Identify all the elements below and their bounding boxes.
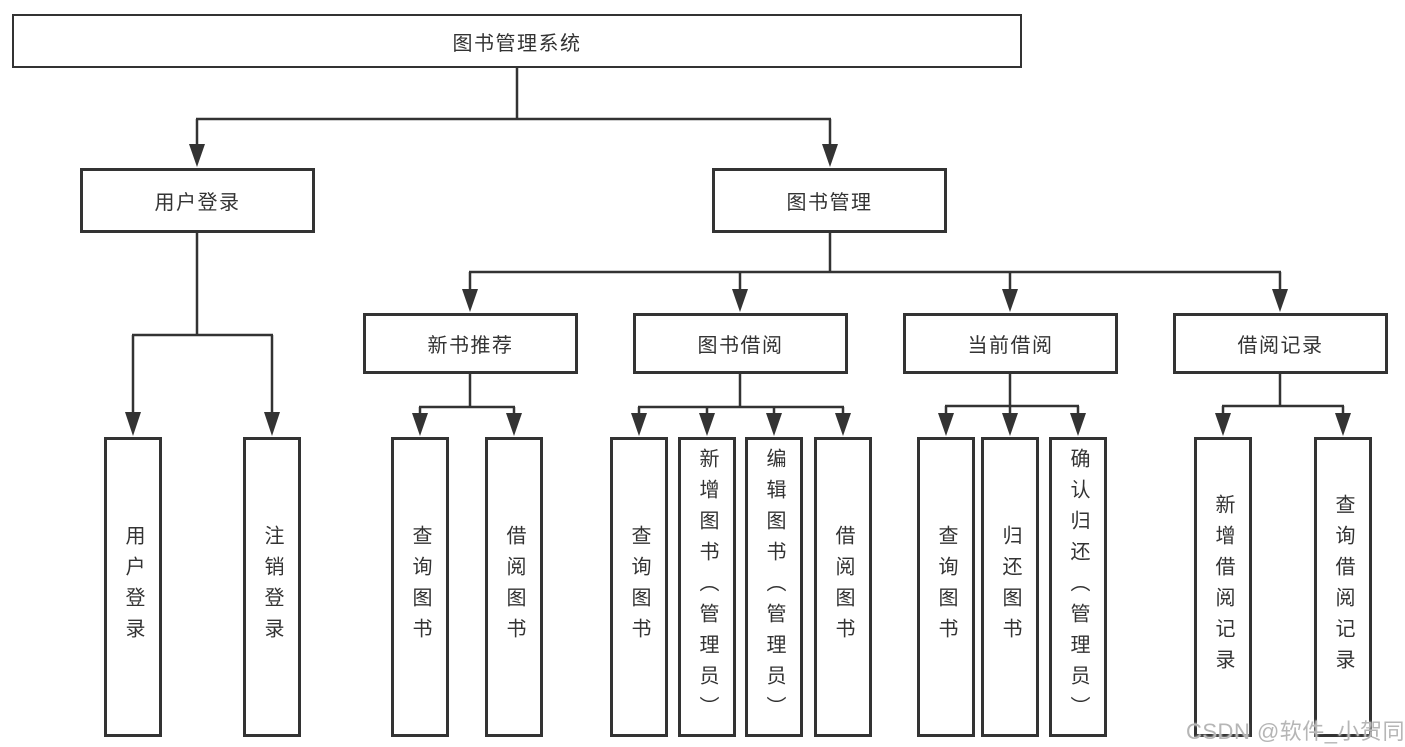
connector-book-mgmt-to-level3: [462, 232, 1288, 312]
leaf-logout: 注销登录: [243, 437, 301, 737]
connector-current-borrow-to-leaves: [938, 373, 1086, 436]
node-label: 图书管理系统: [452, 32, 582, 55]
node-label: 当前借阅: [967, 335, 1054, 357]
leaf-confirm-return-admin: 确认归还（管理员）: [1049, 437, 1107, 737]
connector-borrow-records-to-leaves: [1215, 373, 1351, 436]
node-label: 查询图书: [935, 525, 957, 649]
node-label: 归还图书: [999, 525, 1021, 649]
leaf-query-borrow-record: 查询借阅记录: [1314, 437, 1372, 737]
node-book-borrow: 图书借阅: [633, 313, 848, 374]
node-root-system: 图书管理系统: [12, 14, 1022, 68]
node-label: 图书借阅: [697, 335, 784, 357]
node-label: 编辑图书（管理员）: [763, 447, 785, 727]
node-borrow-records: 借阅记录: [1173, 313, 1388, 374]
connector-new-book-to-leaves: [412, 373, 522, 436]
leaf-add-books-admin: 新增图书（管理员）: [678, 437, 736, 737]
node-label: 查询借阅记录: [1332, 494, 1354, 680]
connector-root-to-level2: [189, 67, 838, 167]
node-label: 查询图书: [409, 525, 431, 649]
leaf-borrow-books: 借阅图书: [485, 437, 543, 737]
leaf-query-books: 查询图书: [610, 437, 668, 737]
node-label: 新增图书（管理员）: [696, 447, 718, 727]
leaf-query-books: 查询图书: [917, 437, 975, 737]
node-label: 用户登录: [122, 525, 144, 649]
leaf-edit-books-admin: 编辑图书（管理员）: [745, 437, 803, 737]
node-label: 新书推荐: [427, 335, 514, 357]
node-label: 借阅记录: [1237, 335, 1324, 357]
node-user-login: 用户登录: [80, 168, 315, 233]
leaf-query-books: 查询图书: [391, 437, 449, 737]
leaf-return-books: 归还图书: [981, 437, 1039, 737]
leaf-add-borrow-record: 新增借阅记录: [1194, 437, 1252, 737]
node-label: 查询图书: [628, 525, 650, 649]
leaf-borrow-books: 借阅图书: [814, 437, 872, 737]
node-label: 借阅图书: [832, 525, 854, 649]
leaf-user-login: 用户登录: [104, 437, 162, 737]
node-label: 确认归还（管理员）: [1067, 447, 1089, 727]
connector-book-borrow-to-leaves: [631, 373, 851, 436]
node-label: 注销登录: [261, 525, 283, 649]
node-label: 用户登录: [154, 192, 241, 214]
node-new-book-recommend: 新书推荐: [363, 313, 578, 374]
connector-user-login-to-leaves: [125, 232, 280, 436]
node-label: 新增借阅记录: [1212, 494, 1234, 680]
node-label: 图书管理: [786, 192, 873, 214]
node-current-borrow: 当前借阅: [903, 313, 1118, 374]
node-label: 借阅图书: [503, 525, 525, 649]
csdn-watermark: CSDN @软件_小贺同学: [1186, 719, 1405, 744]
node-book-management: 图书管理: [712, 168, 947, 233]
